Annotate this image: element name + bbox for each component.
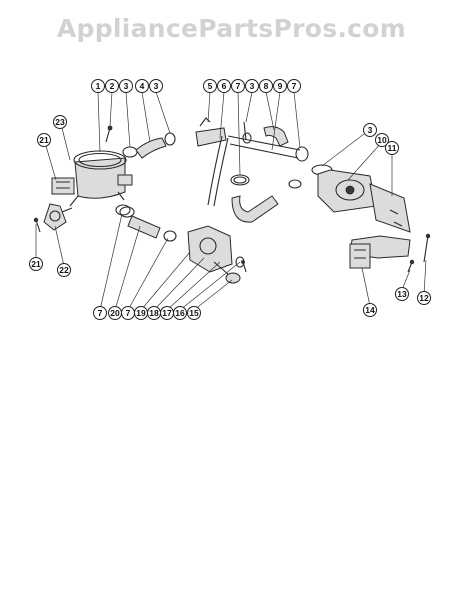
inlet-valve-22	[43, 203, 73, 231]
svg-text:20: 20	[110, 308, 120, 318]
svg-text:9: 9	[278, 81, 283, 91]
callout-21: 21	[37, 133, 51, 147]
svg-text:7: 7	[292, 81, 297, 91]
hose-part-5	[195, 117, 227, 147]
screw-part-2	[105, 125, 113, 143]
sump-housing	[51, 150, 133, 207]
callout-22: 22	[57, 263, 71, 277]
hose-clamp-7d	[163, 230, 177, 242]
callout-19: 19	[134, 306, 148, 320]
hose-clamp-small	[288, 179, 302, 189]
svg-text:14: 14	[365, 305, 375, 315]
hose-clamp-7b	[295, 146, 309, 162]
svg-text:21: 21	[31, 259, 41, 269]
svg-text:12: 12	[419, 293, 429, 303]
cap-part-15	[225, 272, 241, 284]
callout-3: 3	[149, 79, 163, 93]
svg-text:7: 7	[98, 308, 103, 318]
svg-text:7: 7	[236, 81, 241, 91]
callout-5: 5	[203, 79, 217, 93]
svg-text:13: 13	[397, 289, 407, 299]
svg-text:22: 22	[59, 265, 69, 275]
callout-8: 8	[259, 79, 273, 93]
svg-text:18: 18	[149, 308, 159, 318]
callout-20: 20	[108, 306, 122, 320]
screw-part-21-lower	[33, 217, 41, 233]
svg-text:17: 17	[162, 308, 172, 318]
hose-part-9	[227, 135, 301, 159]
drain-pump	[187, 225, 233, 275]
svg-text:6: 6	[222, 81, 227, 91]
callout-9: 9	[273, 79, 287, 93]
elbow-hose-center	[231, 195, 279, 223]
svg-text:7: 7	[126, 308, 131, 318]
hose-part-4	[135, 137, 167, 159]
hose-clamp-3b	[164, 132, 176, 146]
callout-23: 23	[53, 115, 67, 129]
svg-text:2: 2	[110, 81, 115, 91]
callout-7: 7	[93, 306, 107, 320]
screw-part-17	[241, 260, 247, 273]
svg-text:15: 15	[189, 308, 199, 318]
hose-clamp-7c	[115, 204, 135, 218]
callout-14: 14	[363, 303, 377, 317]
tube-part-6	[207, 135, 229, 207]
svg-text:8: 8	[264, 81, 269, 91]
callout-3: 3	[119, 79, 133, 93]
callout-17: 17	[160, 306, 174, 320]
svg-text:19: 19	[136, 308, 146, 318]
svg-text:3: 3	[124, 81, 129, 91]
callout-13: 13	[395, 287, 409, 301]
leader-lines	[35, 91, 427, 311]
callout-4: 4	[135, 79, 149, 93]
svg-text:4: 4	[140, 81, 145, 91]
callout-1: 1	[91, 79, 105, 93]
callout-3: 3	[363, 123, 377, 137]
svg-text:21: 21	[39, 135, 49, 145]
callout-12: 12	[417, 291, 431, 305]
svg-text:3: 3	[368, 125, 373, 135]
watermark-text: AppliancePartsPros.com	[56, 14, 407, 43]
callout-11: 11	[385, 141, 399, 155]
callout-7: 7	[121, 306, 135, 320]
callout-16: 16	[173, 306, 187, 320]
callout-7: 7	[231, 79, 245, 93]
callout-3: 3	[245, 79, 259, 93]
svg-text:1: 1	[96, 81, 101, 91]
callout-2: 2	[105, 79, 119, 93]
svg-text:10: 10	[377, 135, 387, 145]
svg-text:16: 16	[175, 308, 185, 318]
svg-text:3: 3	[154, 81, 159, 91]
callout-15: 15	[187, 306, 201, 320]
hose-clamp-7a	[242, 121, 252, 144]
mounting-bracket-14	[349, 235, 411, 269]
hose-clamp-center	[230, 174, 250, 186]
hose-clamp-3a	[122, 146, 138, 158]
callout-21: 21	[29, 257, 43, 271]
callout-10: 10	[375, 133, 389, 147]
svg-text:11: 11	[388, 143, 397, 153]
svg-text:3: 3	[250, 81, 255, 91]
callout-6: 6	[217, 79, 231, 93]
svg-text:23: 23	[55, 117, 65, 127]
screw-part-12	[423, 233, 431, 263]
svg-text:5: 5	[208, 81, 213, 91]
screw-part-13	[407, 259, 415, 273]
pump-motor	[311, 164, 411, 233]
elbow-hose-8	[263, 126, 289, 147]
callout-7: 7	[287, 79, 301, 93]
callout-18: 18	[147, 306, 161, 320]
straight-hose-20	[127, 215, 161, 239]
